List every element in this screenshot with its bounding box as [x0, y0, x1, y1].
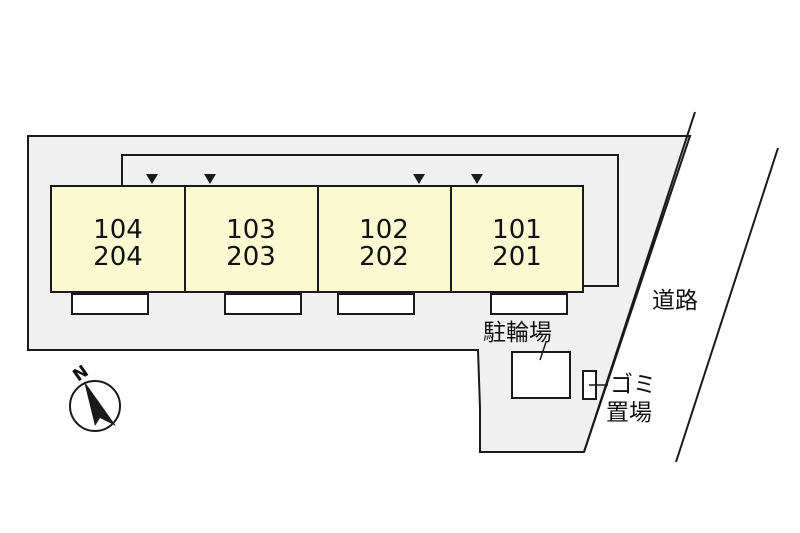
- bicycle-parking-leader: [539, 341, 547, 361]
- triangle-down-icon: [471, 174, 483, 184]
- unit-number-upper: 203: [226, 242, 276, 272]
- triangle-down-icon: [146, 174, 158, 184]
- balcony: [490, 293, 568, 315]
- unit-block: [450, 185, 584, 293]
- balconies: [71, 293, 568, 315]
- triangle-down-icon: [413, 174, 425, 184]
- unit-number-upper: 201: [492, 242, 542, 272]
- road-edge-left: [583, 111, 696, 453]
- balcony: [71, 293, 149, 315]
- north-arrow-icon: N: [69, 362, 121, 432]
- bicycle-parking-area: [511, 351, 571, 399]
- unit-number-lower: 104: [93, 215, 143, 245]
- road-label: 道路: [652, 288, 698, 314]
- unit-number-lower: 103: [226, 215, 276, 245]
- entrance-markers: [146, 174, 483, 184]
- corridor-outline: [121, 154, 619, 287]
- compass-needle: [84, 381, 116, 426]
- garbage-label-line1: ゴミ: [610, 372, 656, 398]
- garbage-label-line2: 置場: [606, 400, 652, 426]
- building: 104 204 103 203 102 202 101 201: [50, 185, 584, 293]
- balcony: [224, 293, 302, 315]
- triangle-down-icon: [204, 174, 216, 184]
- unit-number-upper: 204: [93, 242, 143, 272]
- unit-block: [184, 185, 319, 293]
- balcony: [337, 293, 415, 315]
- bicycle-parking-label: 駐輪場: [483, 320, 552, 346]
- road-edge-right: [675, 147, 779, 463]
- unit-number-upper: 202: [359, 242, 409, 272]
- unit-number-lower: 101: [492, 215, 542, 245]
- unit-number-lower: 102: [359, 215, 409, 245]
- unit-block: [50, 185, 186, 293]
